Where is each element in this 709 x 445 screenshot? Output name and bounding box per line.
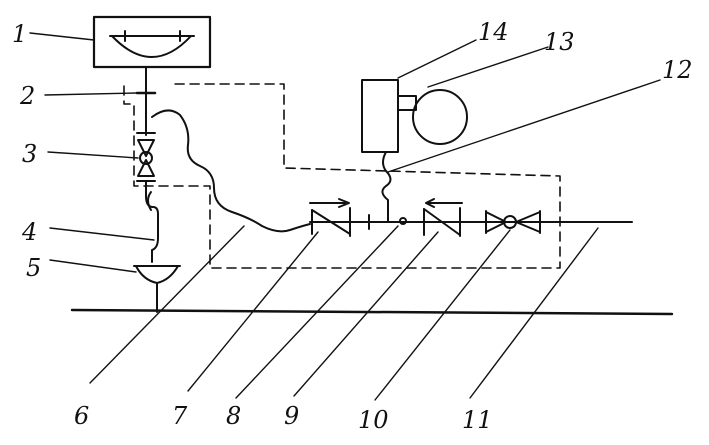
leader-7 (187, 231, 319, 392)
leader-3 (47, 151, 139, 159)
label-5: 5 (26, 254, 41, 282)
leader-13 (427, 46, 549, 88)
label-13: 13 (544, 28, 575, 56)
siphon-tube (145, 180, 159, 263)
leader-1 (29, 32, 95, 41)
leader-11 (469, 227, 599, 399)
label-9: 9 (284, 402, 299, 430)
leader-6 (89, 225, 245, 384)
leader-2 (44, 92, 138, 96)
leader-5 (49, 259, 137, 273)
drain-funnel (135, 265, 179, 284)
leader-12 (387, 79, 661, 173)
label-2: 2 (19, 82, 35, 110)
leader-4 (49, 227, 155, 241)
dashed-enclosure (123, 83, 561, 269)
isolation-valve (136, 132, 156, 182)
label-14: 14 (478, 18, 509, 46)
ground-line (70, 308, 674, 316)
leader-14 (397, 39, 477, 79)
recorder-unit (361, 79, 468, 153)
label-3: 3 (22, 140, 37, 168)
leader-8 (235, 225, 399, 399)
leader-10 (374, 229, 511, 401)
label-11: 11 (462, 406, 493, 434)
label-12: 12 (662, 56, 693, 84)
label-8: 8 (226, 402, 241, 430)
flange-8b (399, 217, 407, 225)
label-4: 4 (21, 218, 37, 246)
label-6: 6 (74, 402, 89, 430)
leader-9 (293, 231, 439, 397)
check-valve-2 (423, 198, 463, 237)
gate-valve (485, 210, 541, 234)
label-10: 10 (358, 406, 389, 434)
check-valve-1 (309, 198, 351, 237)
siphon-inner (147, 191, 152, 211)
branch-line (381, 151, 392, 223)
pressure-gauge (92, 15, 212, 69)
label-1: 1 (12, 20, 27, 48)
label-7: 7 (172, 402, 188, 430)
flexible-hose (151, 109, 311, 233)
